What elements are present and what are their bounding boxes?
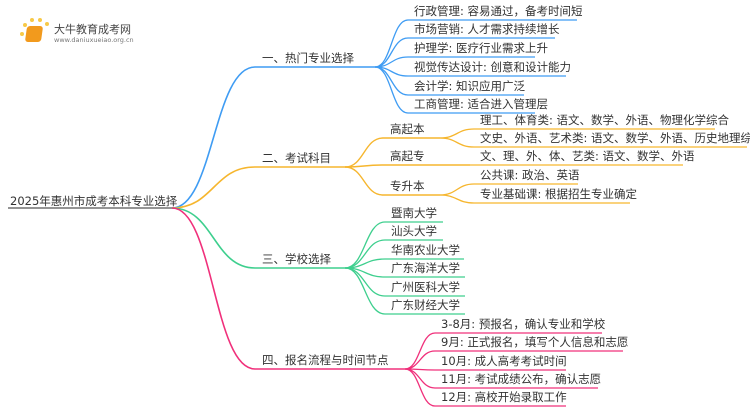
logo-url: www.daniuxueiao.org.cn <box>54 36 134 44</box>
leaf-node: 暨南大学 <box>391 206 437 220</box>
leaf-node: 理工、体育类: 语文、数学、外语、物理化学综合 <box>480 113 730 127</box>
branch-node: 四、报名流程与时间节点 <box>262 353 389 367</box>
leaf-node: 公共课: 政治、英语 <box>480 168 580 182</box>
leaf-node: 视觉传达设计: 创意和设计能力 <box>414 60 572 74</box>
leaf-connector <box>374 56 535 68</box>
root-node: 2025年惠州市成考本科专业选择 <box>10 194 178 208</box>
leaf-node: 3-8月: 预报名，确认专业和学校 <box>441 317 606 331</box>
group-node: 高起专 <box>390 149 425 163</box>
branch-connector <box>171 207 345 269</box>
leaf-node: 汕头大学 <box>391 224 437 238</box>
leaf-connector <box>404 368 566 407</box>
leaf-node: 市场营销: 人才需求持续增长 <box>414 22 560 36</box>
branch-node: 二、考试科目 <box>262 151 331 165</box>
leaf-node: 华南农业大学 <box>391 243 460 257</box>
group-node: 专升本 <box>390 179 425 193</box>
branch-connector <box>171 166 345 209</box>
logo-name: 大牛教育成考网 <box>54 23 131 36</box>
leaf-node: 文、理、外、体、艺类: 语文、数学、外语 <box>480 149 695 163</box>
leaf-connector <box>439 183 578 196</box>
leaf-node: 专业基础课: 根据招生专业确定 <box>480 187 638 201</box>
group-node: 高起本 <box>390 122 425 136</box>
leaf-node: 广东财经大学 <box>391 298 460 312</box>
branch-connector <box>171 207 405 370</box>
group-connector <box>344 166 440 196</box>
leaf-node: 文史、外语、艺术类: 语文、数学、外语、历史地理综合 <box>480 131 750 145</box>
leaf-connector <box>344 258 464 269</box>
leaf-connector <box>439 128 715 139</box>
leaf-node: 会计学: 知识应用广泛 <box>414 79 526 93</box>
leaf-connector <box>439 194 630 204</box>
leaf-node: 广州医科大学 <box>391 280 460 294</box>
leaf-connector <box>439 137 747 148</box>
leaf-connector <box>374 66 535 114</box>
group-connector <box>344 164 470 168</box>
leaf-node: 10月: 成人高考考试时间 <box>441 354 567 368</box>
branch-node: 一、热门专业选择 <box>262 51 354 65</box>
leaf-connector <box>404 350 623 370</box>
leaf-node: 12月: 高校开始录取工作 <box>441 390 567 404</box>
leaf-node: 护理学: 医疗行业需求上升 <box>414 41 549 55</box>
group-connector <box>344 137 440 168</box>
leaf-connector <box>344 267 465 315</box>
leaf-node: 广东海洋大学 <box>391 261 460 275</box>
leaf-node: 11月: 考试成绩公布，确认志愿 <box>441 372 602 386</box>
branch-connector <box>171 66 375 209</box>
leaf-node: 9月: 正式报名，填写个人信息和志愿 <box>441 335 629 349</box>
leaf-node: 行政管理: 容易通过，备考时间短 <box>414 4 583 18</box>
leaf-connector <box>404 368 566 371</box>
branch-node: 三、学校选择 <box>262 252 331 266</box>
leaf-node: 工商管理: 适合进入管理层 <box>414 97 549 111</box>
leaf-connector <box>344 221 443 269</box>
